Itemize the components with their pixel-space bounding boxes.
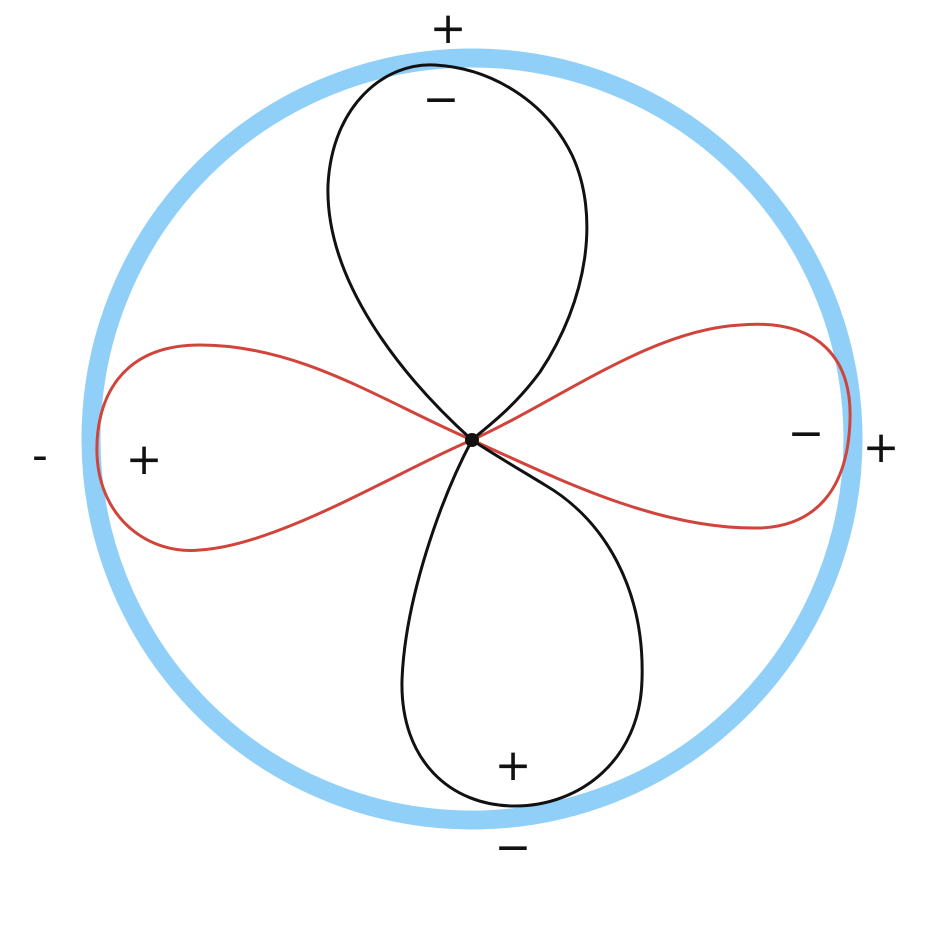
label-right-outer: + — [863, 422, 900, 473]
outer-circle — [81, 48, 863, 830]
label-right-inner: − — [788, 408, 825, 459]
label-left-outer: - — [32, 430, 48, 481]
red-lobe-left — [95, 343, 476, 552]
red-lobe-right — [468, 322, 852, 530]
label-left-inner: + — [126, 434, 163, 485]
label-bottom-inner: + — [495, 740, 532, 791]
label-top-outer: + — [430, 3, 467, 54]
black-lobe-top — [326, 63, 589, 443]
label-top-inner: − — [423, 74, 460, 125]
label-bottom-outer: − — [495, 822, 532, 873]
black-lobe-bottom — [400, 437, 644, 808]
nucleus-dot — [465, 433, 479, 447]
